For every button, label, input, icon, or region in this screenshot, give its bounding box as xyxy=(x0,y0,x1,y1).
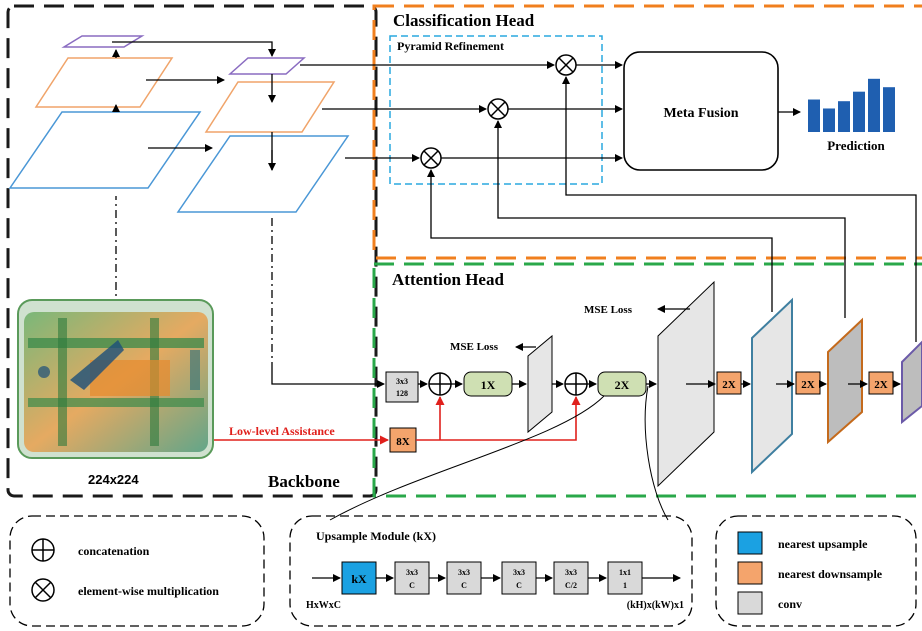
mse-loss-label-1: MSE Loss xyxy=(450,341,499,353)
legend-operators-box xyxy=(9,515,265,627)
conv-swatch xyxy=(737,591,763,615)
prediction-label: Prediction xyxy=(827,138,885,153)
concat-node-1 xyxy=(428,372,452,396)
upsample-module-output-shape: (kH)x(kW)x1 xyxy=(627,600,684,611)
pyramid-refinement-region xyxy=(389,35,603,185)
conv-128-label: 128 xyxy=(396,389,408,398)
upsample-kx-block xyxy=(341,561,377,595)
nearest-upsample-legend-label: nearest upsample xyxy=(778,537,868,551)
concatenation-legend-label: concatenation xyxy=(78,544,150,558)
refined-map-medium xyxy=(204,81,336,133)
multiply-node-1 xyxy=(555,54,577,76)
zoom-connector-right xyxy=(644,385,669,521)
multiplication-legend-label: element-wise multiplication xyxy=(78,584,219,598)
backbone-connections xyxy=(112,41,276,171)
attention-map-1 xyxy=(527,334,553,434)
upsample-module-conv-chain: 3x3 C 3x3 C 3x3 C 3x3 C/2 1x1 1 xyxy=(394,561,643,595)
refined-map-small xyxy=(228,57,306,75)
downsampled-map-1 xyxy=(751,297,793,475)
um-conv-channels-1: C xyxy=(409,581,415,590)
feature-pyramid-right xyxy=(176,57,350,213)
low-level-assistance-links xyxy=(416,396,581,441)
nearest-downsample-swatch xyxy=(737,561,763,585)
classification-head-region xyxy=(372,4,922,260)
um-conv-channels-3: C xyxy=(516,581,522,590)
prediction-bar xyxy=(838,101,850,132)
classification-head-title: Classification Head xyxy=(393,11,535,30)
feature-pyramid-left xyxy=(8,35,202,189)
upsample-module-box xyxy=(289,515,693,627)
backbone-to-conv-arrow xyxy=(271,370,385,388)
input-size-label: 224x224 xyxy=(88,472,139,487)
concat-node-2 xyxy=(564,372,588,396)
multiplication-legend-icon xyxy=(31,578,55,602)
downsample-2x-label-3: 2X xyxy=(874,379,888,391)
prediction-bar xyxy=(868,78,880,132)
mse-loss-label-2: MSE Loss xyxy=(584,304,633,316)
attention-head-region xyxy=(372,262,922,498)
um-conv-channels-5: 1 xyxy=(623,581,627,590)
zoom-connector-left xyxy=(329,395,605,521)
downsample-8x-label: 8X xyxy=(396,436,410,448)
um-conv-kernel-3: 3x3 xyxy=(513,568,525,577)
upsample-2x-label: 2X xyxy=(615,378,630,392)
nearest-downsample-legend-label: nearest downsample xyxy=(778,567,883,581)
downsample-8x-block xyxy=(389,427,417,453)
multiply-node-3 xyxy=(420,147,442,169)
prediction-bar xyxy=(883,87,895,132)
refined-map-large xyxy=(176,135,350,213)
um-conv-kernel-5: 1x1 xyxy=(619,568,631,577)
backbone-title: Backbone xyxy=(268,472,340,491)
classification-connections xyxy=(300,61,917,342)
prediction-bar xyxy=(808,99,820,132)
meta-fusion-block xyxy=(623,51,779,171)
feature-map-medium xyxy=(34,57,174,108)
upsample-1x-label: 1X xyxy=(481,378,496,392)
legend-blocks-box xyxy=(715,515,917,627)
um-conv-block-1 xyxy=(394,561,430,595)
low-level-assistance-label: Low-level Assistance xyxy=(229,424,335,438)
backbone-dashdot-links xyxy=(115,196,273,370)
um-conv-block-4 xyxy=(553,561,589,595)
conv-legend-label: conv xyxy=(778,597,802,611)
conv-3x3-label: 3x3 xyxy=(396,377,408,386)
attention-head-title: Attention Head xyxy=(392,270,504,289)
prediction-histogram xyxy=(808,78,895,132)
feature-map-small xyxy=(61,35,145,48)
downsampled-map-2 xyxy=(827,317,863,445)
um-conv-kernel-2: 3x3 xyxy=(458,568,470,577)
um-conv-channels-4: C/2 xyxy=(565,581,577,590)
concatenation-legend-icon xyxy=(31,538,55,562)
prediction-bar xyxy=(823,108,835,132)
upsample-kx-label: kX xyxy=(351,572,367,586)
meta-fusion-label: Meta Fusion xyxy=(663,106,738,121)
um-conv-block-5 xyxy=(607,561,643,595)
pyramid-refinement-title: Pyramid Refinement xyxy=(397,39,504,53)
downsample-2x-block-1 xyxy=(716,371,742,395)
downsample-2x-label-2: 2X xyxy=(801,379,815,391)
prediction-bar xyxy=(853,91,865,132)
conv-3x3-128-block xyxy=(385,371,419,403)
um-conv-kernel-1: 3x3 xyxy=(406,568,418,577)
nearest-upsample-swatch xyxy=(737,531,763,555)
um-conv-channels-2: C xyxy=(461,581,467,590)
upsample-module-input-shape: HxWxC xyxy=(306,600,341,611)
um-conv-kernel-4: 3x3 xyxy=(565,568,577,577)
upsample-module-title: Upsample Module (kX) xyxy=(316,529,436,543)
downsampled-map-3 xyxy=(901,340,922,425)
backbone-region xyxy=(6,4,378,498)
xray-baggage-image xyxy=(17,299,214,459)
feature-map-large xyxy=(8,111,202,189)
downsample-2x-label-1: 2X xyxy=(722,379,736,391)
multiply-node-2 xyxy=(487,98,509,120)
